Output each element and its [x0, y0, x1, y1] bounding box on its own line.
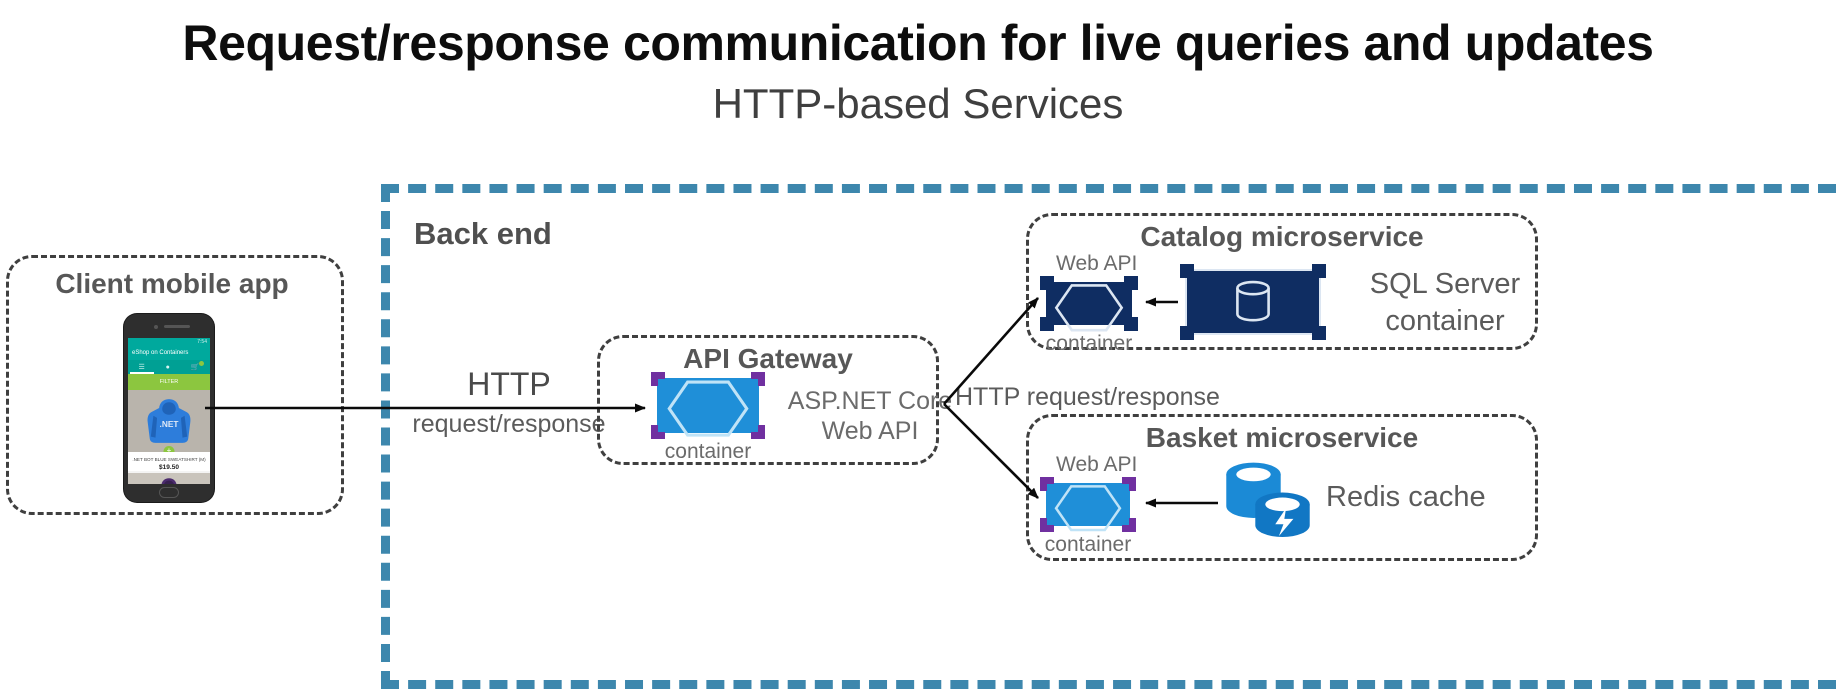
container-corner-bl — [1040, 518, 1054, 532]
database-cylinder-icon — [1236, 280, 1270, 322]
api-gateway-container-icon: container — [651, 372, 765, 463]
client-mobile-app-group — [6, 255, 344, 515]
gateway-to-services-flow-label: HTTP request/response — [955, 383, 1220, 411]
app-product-name: .NET BOT BLUE SWEATSHIRT (M) — [128, 452, 210, 462]
catalog-container-caption: container — [1045, 332, 1133, 355]
app-status-time: 7:54 — [197, 339, 207, 345]
sql-server-label: SQL Server container — [1350, 266, 1540, 340]
container-corner-tr — [1122, 477, 1136, 491]
page-title: Request/response communication for live … — [182, 15, 1654, 71]
container-corner-bl — [1040, 317, 1054, 331]
app-cart-badge — [199, 361, 204, 366]
client-mobile-app-title: Client mobile app — [55, 268, 289, 299]
redis-cache-label: Redis cache — [1326, 481, 1486, 513]
container-corner-tl — [1040, 276, 1054, 290]
app-tab-underline — [130, 372, 154, 374]
api-gateway-group — [597, 335, 939, 465]
phone-camera-icon — [154, 325, 158, 329]
catalog-microservice-title: Catalog microservice — [1140, 221, 1424, 252]
api-gateway-container-caption: container — [664, 440, 752, 463]
container-corner-tl — [1040, 477, 1054, 491]
basket-container-caption: container — [1044, 533, 1132, 556]
container-corner-tr — [1124, 276, 1138, 290]
phone-home-button-icon[interactable] — [159, 487, 179, 498]
app-tab-profile-icon[interactable]: ● — [165, 363, 170, 371]
api-gateway-title: API Gateway — [683, 343, 853, 374]
container-hexagon-icon — [1054, 284, 1124, 332]
app-product-image: .NET + — [128, 390, 210, 452]
redis-cache-icon — [1226, 462, 1310, 537]
container-corner-br — [751, 425, 765, 439]
app-tab-bar: ☰ ● 🛒 — [128, 360, 210, 374]
catalog-container-icon: container — [1040, 276, 1138, 355]
catalog-web-api-caption: Web API — [1056, 252, 1138, 275]
container-body — [657, 378, 759, 433]
hoodie-illustration-2-icon — [161, 478, 177, 484]
api-gateway-tech-line1: ASP.NET Core — [787, 387, 953, 415]
mobile-phone-mockup: 7:54 eShop on Containers ☰ ● 🛒 FILTER .N… — [124, 314, 214, 502]
basket-web-api-caption: Web API — [1056, 453, 1138, 476]
sql-server-container-icon — [1180, 264, 1326, 340]
backend-label: Back end — [414, 216, 552, 251]
http-flow-title: HTTP — [467, 366, 551, 402]
catalog-microservice-group — [1026, 213, 1538, 350]
svg-text:.NET: .NET — [160, 419, 179, 429]
api-gateway-tech-line2: Web API — [821, 417, 919, 445]
page-subtitle: HTTP-based Services — [712, 80, 1124, 127]
app-product-price: $19.50 — [128, 462, 210, 471]
phone-screen: 7:54 eShop on Containers ☰ ● 🛒 FILTER .N… — [128, 338, 210, 484]
container-hexagon-icon — [667, 380, 749, 437]
app-filter-button[interactable]: FILTER — [128, 374, 210, 390]
sql-corner-tr — [1312, 264, 1326, 278]
container-corner-br — [1124, 317, 1138, 331]
app-status-bar: 7:54 — [128, 338, 210, 347]
basket-microservice-title: Basket microservice — [1145, 422, 1419, 453]
container-corner-br — [1122, 518, 1136, 532]
app-product-image-next — [128, 473, 210, 484]
hoodie-illustration-icon: .NET — [147, 399, 191, 443]
container-hexagon-icon — [1054, 485, 1122, 532]
sql-corner-bl — [1180, 326, 1194, 340]
http-flow-subtitle: request/response — [412, 410, 606, 438]
container-corner-tr — [751, 372, 765, 386]
sql-corner-br — [1312, 326, 1326, 340]
app-tab-catalog-icon[interactable]: ☰ — [138, 364, 145, 371]
app-tab-cart-icon[interactable]: 🛒 — [190, 364, 200, 371]
sql-container-body — [1185, 269, 1321, 335]
sql-server-label-line2: container — [1385, 305, 1505, 337]
sql-server-label-line1: SQL Server — [1369, 268, 1521, 300]
sql-corner-tl — [1180, 264, 1194, 278]
container-corner-tl — [651, 372, 665, 386]
api-gateway-tech-label: ASP.NET Core Web API — [780, 386, 960, 446]
basket-container-icon: container — [1040, 477, 1136, 556]
app-title-bar: eShop on Containers — [128, 347, 210, 360]
container-corner-bl — [651, 425, 665, 439]
app-add-to-cart-icon[interactable]: + — [163, 446, 175, 452]
phone-speaker-icon — [164, 325, 190, 328]
